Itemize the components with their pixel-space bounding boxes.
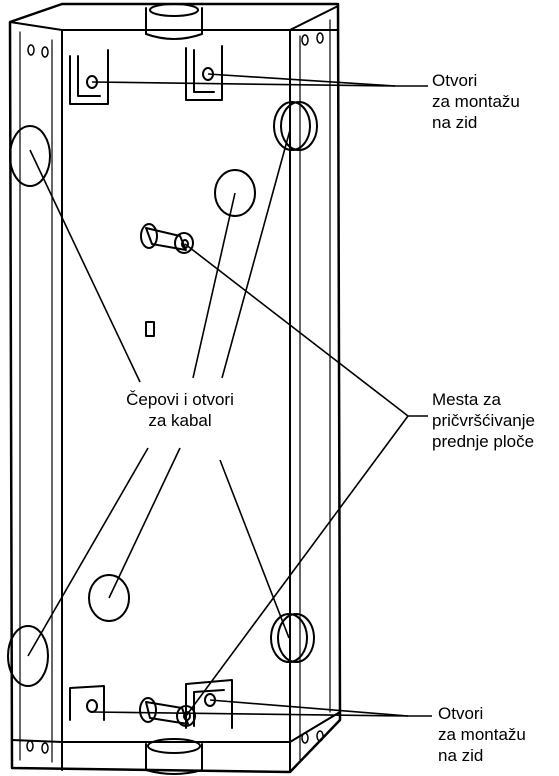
- wall-mount-holes-label-top: Otvori za montažu na zid: [432, 70, 520, 133]
- label-line: za montažu: [432, 92, 520, 111]
- leader-lines: [27, 73, 432, 717]
- label-line: za kabal: [148, 411, 212, 430]
- side-screws: [26, 32, 324, 754]
- bottom-tab: [145, 738, 203, 775]
- box-outline: [8, 2, 342, 774]
- small-slot: [145, 321, 155, 337]
- label-line: Mesta za: [432, 390, 501, 409]
- cable-knockouts: [7, 101, 318, 687]
- label-line: pričvršćivanje: [432, 411, 535, 430]
- wall-mount-holes-label-bottom: Otvori za montažu na zid: [438, 703, 526, 766]
- label-line: na zid: [438, 746, 484, 765]
- top-tab: [145, 3, 203, 40]
- label-line: za montažu: [438, 725, 526, 744]
- front-plate-fixing-label: Mesta za pričvršćivanje prednje ploče: [432, 389, 535, 452]
- label-line: na zid: [432, 113, 478, 132]
- top-mounting-brackets: [69, 45, 223, 105]
- label-line: prednje ploče: [432, 432, 535, 451]
- label-line: Otvori: [438, 704, 484, 723]
- label-line: Otvori: [432, 71, 478, 90]
- cable-plugs-label: Čepovi i otvori za kabal: [100, 389, 260, 431]
- label-line: Čepovi i otvori: [126, 390, 234, 409]
